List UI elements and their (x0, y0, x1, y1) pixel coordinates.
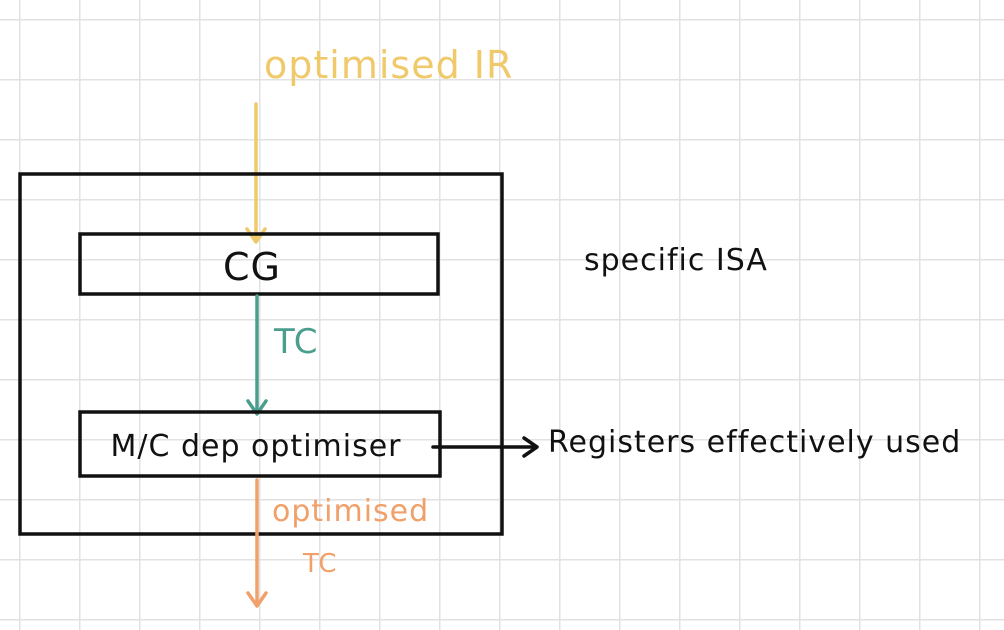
intermediate-label: TC (273, 322, 319, 362)
output-note-arrow (431, 436, 539, 458)
input-label: optimised IR (264, 43, 513, 87)
output-arrow (246, 478, 268, 608)
backend-outer-box (18, 172, 504, 536)
output-label-line1: optimised (272, 494, 429, 529)
machine-optimiser-box (78, 410, 442, 478)
side-note-label: specific ISA (584, 243, 768, 278)
output-note-label: Registers effectively used (548, 425, 961, 460)
output-label-line2: TC (302, 549, 338, 579)
code-generator-box (78, 232, 440, 296)
intermediate-arrow (246, 294, 268, 416)
machine-optimiser-label: M/C dep optimiser (110, 429, 401, 464)
code-generator-label: CG (223, 245, 281, 289)
